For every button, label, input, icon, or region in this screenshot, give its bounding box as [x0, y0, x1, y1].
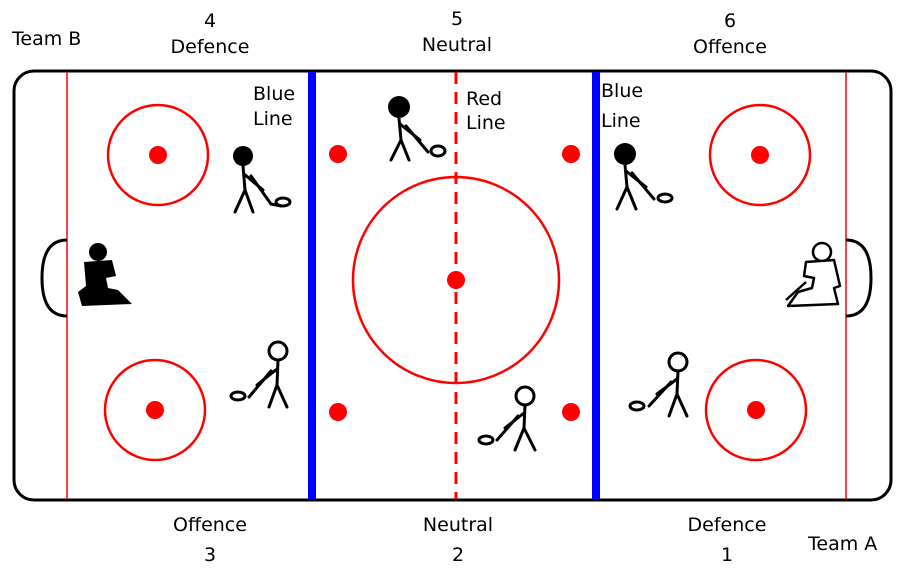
faceoff-dot-bottom-left: [146, 401, 164, 419]
blue-line-left-label-2: Line: [253, 108, 293, 130]
blue-line-right-label-2: Line: [601, 110, 641, 132]
zone-1-name: Defence: [672, 514, 782, 536]
neutral-dot-top-left: [329, 145, 347, 163]
neutral-dot-bottom-left: [329, 403, 347, 421]
faceoff-dot-bottom-right: [747, 401, 765, 419]
zone-3-name: Offence: [155, 514, 265, 536]
blue-line-left-label-1: Blue: [253, 83, 295, 105]
neutral-dot-top-right: [562, 145, 580, 163]
blue-line-right: [592, 72, 600, 499]
blue-line-right-label-1: Blue: [601, 80, 643, 102]
team-a-label: Team A: [808, 533, 877, 555]
red-line-label-2: Line: [466, 112, 506, 134]
blue-line-left: [308, 72, 316, 499]
faceoff-dot-top-left: [149, 146, 167, 164]
zone-1-number: 1: [672, 544, 782, 566]
center-faceoff-dot: [447, 271, 465, 289]
zone-2-number: 2: [403, 544, 513, 566]
faceoff-dot-top-right: [751, 146, 769, 164]
zone-2-name: Neutral: [403, 514, 513, 536]
red-line-label-1: Red: [466, 88, 502, 110]
neutral-dot-bottom-right: [562, 403, 580, 421]
zone-3-number: 3: [155, 544, 265, 566]
